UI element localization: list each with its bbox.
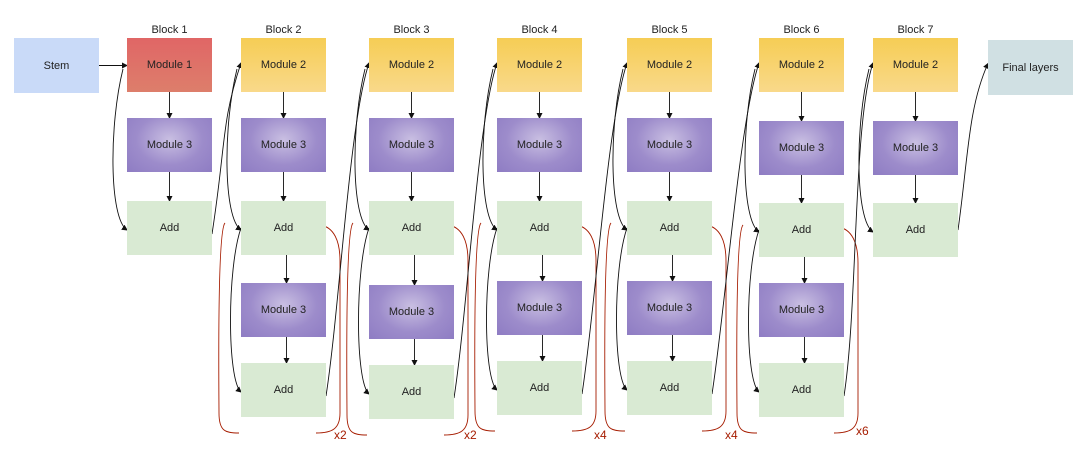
- repeat-bracket-left: [474, 222, 496, 432]
- repeat-bracket-right: [315, 224, 341, 434]
- block-2-label: Block 2: [265, 24, 302, 36]
- block-5-repeat-skip: [616, 227, 628, 391]
- block-4-module-2: Module 2: [497, 38, 582, 92]
- block-3-label: Block 3: [393, 24, 430, 36]
- repeat-bracket-right: [443, 224, 469, 436]
- block-3-module-3-repeat: Module 3: [369, 285, 454, 339]
- block-3-repeat-skip: [358, 227, 370, 395]
- block-link: [325, 62, 371, 397]
- block-4-add: Add: [497, 201, 582, 255]
- block-5-skip: [612, 68, 628, 231]
- block-7-module-2: Module 2: [873, 38, 958, 92]
- stem-node: Stem: [14, 38, 99, 93]
- repeat-bracket-right: [833, 226, 859, 434]
- block-2-module-3-repeat: Module 3: [241, 283, 326, 337]
- block-6-module-3-repeat: Module 3: [759, 283, 844, 337]
- block-3-module-3: Module 3: [369, 118, 454, 172]
- block-link: [581, 62, 629, 395]
- repeat-count-label: x2: [334, 428, 347, 442]
- repeat-bracket-right: [701, 224, 727, 432]
- block-4-repeat-skip: [486, 227, 498, 391]
- block-5-add-repeat: Add: [627, 361, 712, 415]
- block-4-add-repeat: Add: [497, 361, 582, 415]
- block-6-add: Add: [759, 203, 844, 257]
- block-link: [711, 62, 761, 395]
- repeat-bracket-right: [571, 224, 597, 432]
- block-7-label: Block 7: [897, 24, 934, 36]
- block-6-module-2: Module 2: [759, 38, 844, 92]
- repeat-count-label: x6: [856, 424, 869, 438]
- block-4-module-3-repeat: Module 3: [497, 281, 582, 335]
- block-6-repeat-skip: [748, 229, 760, 393]
- block-2-repeat-skip: [230, 227, 242, 393]
- block-3-skip: [354, 68, 370, 231]
- block-6-label: Block 6: [783, 24, 820, 36]
- block-link: [211, 62, 243, 235]
- block-5-module-3: Module 3: [627, 118, 712, 172]
- repeat-count-label: x4: [594, 428, 607, 442]
- block-1-add: Add: [127, 201, 212, 255]
- block-6-module-3: Module 3: [759, 121, 844, 175]
- block-3-module-2: Module 2: [369, 38, 454, 92]
- block-5-label: Block 5: [651, 24, 688, 36]
- block-2-skip: [226, 68, 242, 231]
- block-1-label: Block 1: [151, 24, 188, 36]
- final-link: [957, 62, 989, 231]
- block-link: [843, 62, 875, 397]
- block-5-module-3-repeat: Module 3: [627, 281, 712, 335]
- block-2-add: Add: [241, 201, 326, 255]
- block-2-module-2: Module 2: [241, 38, 326, 92]
- repeat-count-label: x4: [725, 428, 738, 442]
- block-6-add-repeat: Add: [759, 363, 844, 417]
- repeat-bracket-left: [736, 224, 758, 434]
- repeat-bracket-left: [604, 222, 626, 432]
- block-3-add: Add: [369, 201, 454, 255]
- repeat-count-label: x2: [464, 428, 477, 442]
- block-3-add-repeat: Add: [369, 365, 454, 419]
- block-2-add-repeat: Add: [241, 363, 326, 417]
- block-4-label: Block 4: [521, 24, 558, 36]
- block-7-add: Add: [873, 203, 958, 257]
- repeat-bracket-left: [346, 222, 368, 436]
- block-link: [453, 62, 499, 399]
- repeat-bracket-left: [218, 222, 240, 434]
- block-4-module-3: Module 3: [497, 118, 582, 172]
- block-4-skip: [482, 68, 498, 231]
- block-2-module-3: Module 3: [241, 118, 326, 172]
- block-1-skip: [112, 68, 128, 231]
- block-7-module-3: Module 3: [873, 121, 958, 175]
- block-1-module-3: Module 3: [127, 118, 212, 172]
- block-6-skip: [744, 68, 760, 233]
- block-5-add: Add: [627, 201, 712, 255]
- final-layers-node: Final layers: [988, 40, 1073, 95]
- block-5-module-2: Module 2: [627, 38, 712, 92]
- block-1-module-1: Module 1: [127, 38, 212, 92]
